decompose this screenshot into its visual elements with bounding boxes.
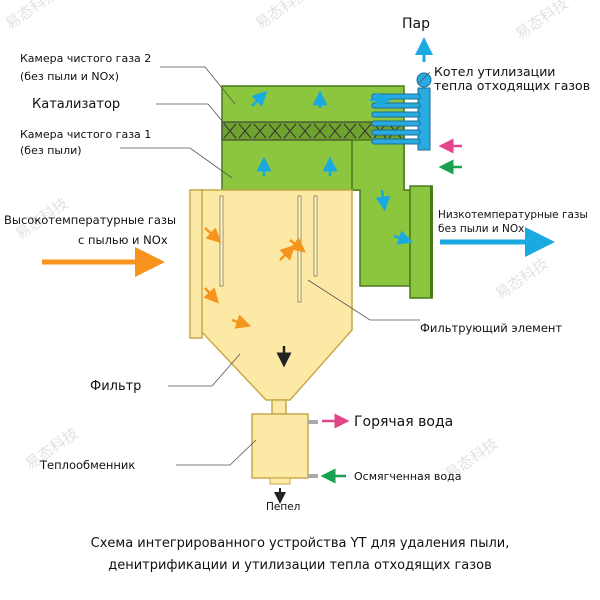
filter-element-label: Фильтрующий элемент	[420, 321, 562, 335]
flow-arrows	[42, 37, 555, 504]
catalyst-cell	[268, 123, 282, 139]
caption-line-1: Схема интегрированного устройства YT для…	[91, 536, 510, 551]
inlet-flange	[189, 189, 203, 339]
svg-text:易态科技: 易态科技	[2, 0, 61, 33]
boiler-drum-icon	[416, 72, 432, 88]
catalyst-cell	[238, 123, 252, 139]
svg-text:易态科技: 易态科技	[252, 0, 311, 33]
waste-heat-boiler	[371, 72, 432, 151]
low-temp-gas-label: Низкотемпературные газы	[438, 209, 588, 221]
steam-label: Пар	[402, 16, 430, 32]
outlet-duct	[351, 139, 411, 287]
catalyst-cell	[253, 123, 267, 139]
boiler-tube	[371, 111, 421, 118]
filter-vessel	[189, 189, 353, 415]
ash-label: Пепел	[266, 501, 300, 513]
heat-exchanger-label: Теплообменник	[39, 458, 135, 472]
boiler-tube	[371, 129, 421, 136]
catalyst-cell	[328, 123, 342, 139]
boiler-header	[417, 87, 431, 151]
clean-gas-1-sublabel: (без пыли)	[20, 144, 82, 157]
labels: Пар Камера чистого газа 2 (без пыли и NO…	[4, 16, 590, 573]
catalyst-cell	[343, 123, 357, 139]
catalyst-cell	[283, 123, 297, 139]
catalyst-cell	[223, 123, 237, 139]
catalyst-cell	[313, 123, 327, 139]
svg-text:易态科技: 易态科技	[512, 0, 571, 43]
clean-gas-2-label: Камера чистого газа 2	[20, 52, 151, 65]
leader-lines	[120, 66, 431, 466]
boiler-label: Котел утилизации	[434, 64, 555, 79]
filter-element-rod	[219, 195, 224, 287]
heat-exchanger	[251, 413, 318, 485]
filter-label: Фильтр	[90, 379, 141, 394]
hot-water-label: Горячая вода	[354, 414, 453, 430]
boiler-tube	[371, 102, 421, 109]
catalyst-cell	[358, 123, 372, 139]
boiler-tube	[371, 93, 421, 100]
svg-text:易态科技: 易态科技	[492, 254, 551, 303]
outlet-flange	[409, 185, 433, 299]
catalyst-label: Катализатор	[32, 97, 120, 112]
filter-element-rod	[297, 195, 302, 303]
boiler-sublabel: тепла отходящих газов	[434, 78, 590, 93]
hot-gas-sublabel: с пылью и NOx	[78, 233, 168, 247]
hot-gas-label: Высокотемпературные газы	[4, 213, 176, 227]
catalyst-cell	[298, 123, 312, 139]
low-temp-gas-sublabel: без пыли и NOx	[438, 223, 524, 235]
heat-exchanger-body	[251, 413, 309, 479]
clean-gas-1-label: Камера чистого газа 1	[20, 128, 151, 141]
soft-water-label: Осмягченная вода	[354, 470, 461, 483]
clean-gas-2-sublabel: (без пыли и NOx)	[20, 70, 119, 83]
boiler-tube	[371, 120, 421, 127]
boiler-tube	[371, 138, 421, 145]
caption-line-2: денитрификации и утилизации тепла отходя…	[108, 558, 492, 573]
filter-element-rod	[313, 195, 318, 277]
